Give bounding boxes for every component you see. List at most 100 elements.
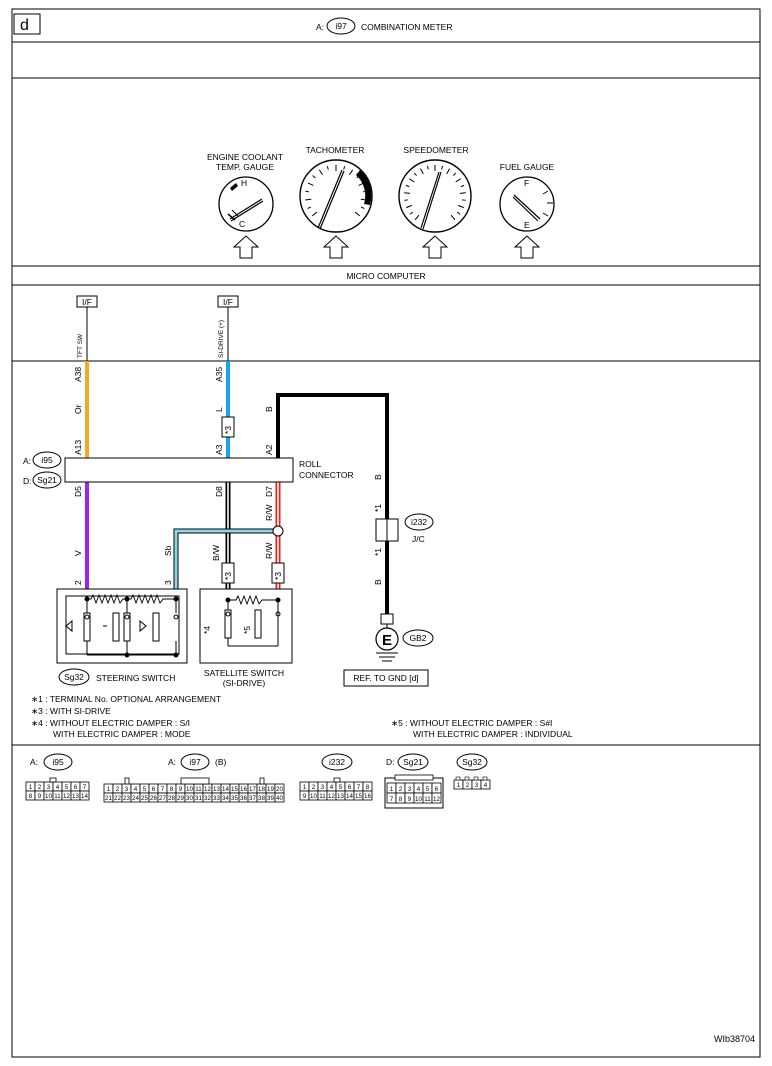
connector-pin-label: 10 <box>186 786 193 793</box>
connector-pin-label: 4 <box>56 784 60 791</box>
gauge-tick <box>318 169 323 176</box>
connector-pin-label: 2 <box>312 784 316 791</box>
speedometer-gauge <box>398 159 472 233</box>
wire-sky <box>174 529 278 592</box>
color-sb: Sb <box>163 545 173 556</box>
gauge-tick <box>343 166 346 170</box>
coolant-c: C <box>239 219 245 229</box>
connector-pin-cell <box>431 792 442 804</box>
note-5a: ∗5 : WITHOUT ELECTRIC DAMPER : S#I <box>391 718 552 728</box>
connector-pin-label: 24 <box>132 795 139 802</box>
gauge-tick <box>409 211 414 215</box>
c1-name: i95 <box>52 757 64 767</box>
gauge-tick <box>460 184 465 188</box>
roll-d-oval <box>32 471 62 489</box>
roll-a-conn: i95 <box>41 455 53 465</box>
gauge-tick <box>446 168 450 175</box>
connector-pin-label: 21 <box>105 795 112 802</box>
mark-1-a: *1 <box>373 504 383 512</box>
c1-prefix: A: <box>30 757 38 767</box>
roll-d-conn: Sg21 <box>37 475 57 485</box>
gauge-tick <box>457 204 464 209</box>
gauge-tick <box>358 182 365 186</box>
if-label-1: I/F <box>82 297 92 307</box>
ref-box <box>343 669 429 687</box>
arrow-up-icon <box>421 235 449 259</box>
pin-a2: A2 <box>264 444 274 455</box>
connector-pin-label: 37 <box>249 795 256 802</box>
connector-pin-label: 12 <box>433 796 440 803</box>
ground-terminal <box>380 613 394 625</box>
mark-3-c: *3 <box>273 572 283 580</box>
coolant-label-2: TEMP. GAUGE <box>216 162 274 172</box>
corner-label: d <box>20 17 29 34</box>
ground-e: E <box>382 632 392 649</box>
pin-a35: A35 <box>214 367 224 382</box>
header-connector-oval <box>326 17 356 35</box>
connector-pin-cell <box>362 790 373 801</box>
connector-pin-label: 32 <box>204 795 211 802</box>
color-bw: B/W <box>211 545 221 561</box>
gauge-tick <box>356 175 360 179</box>
connector-pin-label: 1 <box>390 786 394 793</box>
note-4a: ∗4 : WITHOUT ELECTRIC DAMPER : S/I <box>31 718 190 728</box>
connector-pin-label: 1 <box>457 782 461 789</box>
speedo-label: SPEEDOMETER <box>403 145 468 155</box>
gauge-tick <box>414 214 420 221</box>
c5-oval <box>456 753 488 771</box>
connector-pin-label: 38 <box>258 795 265 802</box>
c2-prefix: A: <box>168 757 176 767</box>
pin-3: 3 <box>163 580 173 585</box>
sat-mark-5: *5 <box>242 626 252 634</box>
connector-pin-cell <box>274 792 285 803</box>
connector-pin-label: 8 <box>399 796 403 803</box>
steering-conn: Sg32 <box>64 672 84 682</box>
connector-pin-label: 7 <box>390 796 394 803</box>
connector-pin-label: 23 <box>123 795 130 802</box>
connector-pin-label: 5 <box>65 784 69 791</box>
note-4b: WITH ELECTRIC DAMPER : MODE <box>53 729 191 739</box>
mark-box <box>221 416 235 438</box>
arrow-up-icon <box>513 235 541 259</box>
mark-3-b: *3 <box>223 572 233 580</box>
connector-pin-label: 36 <box>240 795 247 802</box>
ground-conn-oval <box>402 629 434 647</box>
satellite-label-2: (SI-DRIVE) <box>223 678 266 688</box>
header-connector: i97 <box>335 21 347 31</box>
connector-pin-label: 30 <box>186 795 193 802</box>
connector-pin-label: 40 <box>276 795 283 802</box>
connector-pin-cell <box>79 790 90 801</box>
connector-pin-label: 20 <box>276 786 283 793</box>
satellite-label-1: SATELLITE SWITCH <box>204 668 284 678</box>
coolant-h: H <box>241 178 247 188</box>
gauge-tick <box>409 178 415 183</box>
color-b-gnd-1: B <box>373 474 383 480</box>
splice-point <box>272 525 284 537</box>
gauge-tick <box>450 214 456 221</box>
pin-2: 2 <box>73 580 83 585</box>
gauge-tick <box>307 206 312 209</box>
color-b-top: B <box>264 406 274 412</box>
fuel-label: FUEL GAUGE <box>500 162 555 172</box>
gauge-tick <box>420 168 424 175</box>
connector-pin-label: 3 <box>408 786 412 793</box>
connector-pin-label: 2 <box>399 786 403 793</box>
color-l: L <box>214 407 224 412</box>
connector-pin-label: 11 <box>195 786 202 793</box>
connector-pin-label: 6 <box>152 786 156 793</box>
jc-oval <box>404 513 434 531</box>
pin-d7: D7 <box>264 486 274 497</box>
pin-a3: A3 <box>214 444 224 455</box>
gauge-tick <box>441 165 443 170</box>
connector-pin-label: 3 <box>47 784 51 791</box>
steering-label: STEERING SWITCH <box>96 673 175 683</box>
connector-pin-label: 15 <box>231 786 238 793</box>
mark-3-a: *3 <box>223 426 233 434</box>
connector-pin-label: 4 <box>134 786 138 793</box>
connector-pin-label: 39 <box>267 795 274 802</box>
connector-pin-label: 34 <box>222 795 229 802</box>
connector-pin-label: 3 <box>475 782 479 789</box>
connector-pin-label: 8 <box>170 786 174 793</box>
